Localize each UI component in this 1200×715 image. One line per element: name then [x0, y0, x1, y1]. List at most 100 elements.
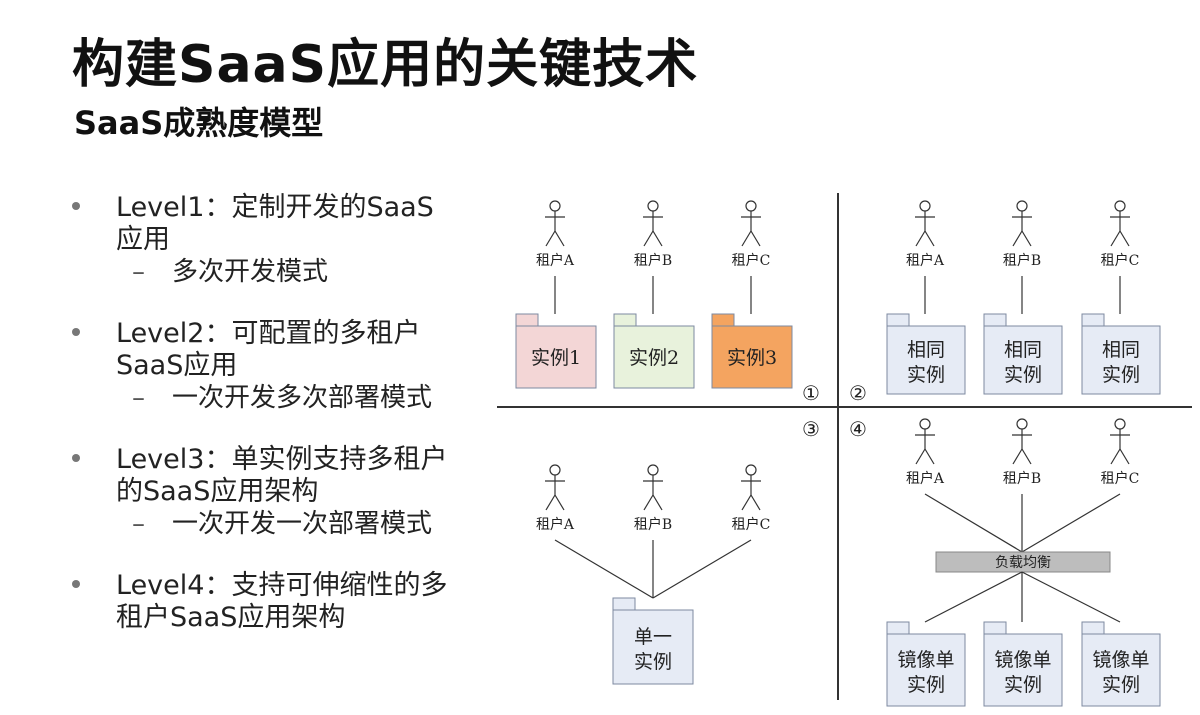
instance-box: [983, 633, 1063, 707]
tenant-label: 租户A: [536, 252, 575, 269]
actor-leg: [643, 494, 654, 511]
instance-box: [983, 325, 1063, 395]
actor-head: [647, 464, 659, 476]
instance-box: [1081, 325, 1161, 395]
bullet-level4: Level4：支持可伸缩性的多租户SaaS应用架构: [70, 570, 500, 634]
folder-tab: [1081, 313, 1105, 327]
instance-label: 镜像单: [897, 649, 954, 671]
actor-leg: [1021, 448, 1032, 465]
actor-icon: [643, 200, 663, 247]
instance-box: [515, 325, 597, 389]
actor-leg: [750, 494, 761, 511]
actor-leg: [652, 230, 663, 247]
actor-head: [1016, 200, 1028, 212]
instance-box: [711, 325, 793, 389]
instance-label: 镜像单: [994, 649, 1051, 671]
actor-leg: [1110, 448, 1121, 465]
tenant-label: 租户B: [1003, 470, 1041, 487]
actor-head: [1114, 200, 1126, 212]
actor-leg: [741, 230, 752, 247]
actor-leg: [915, 230, 926, 247]
actor-icon: [1110, 418, 1130, 465]
actor-leg: [741, 494, 752, 511]
tenant-label: 租户B: [634, 252, 672, 269]
folder-tab: [983, 313, 1007, 327]
actor-icon: [915, 200, 935, 247]
instance-label: 实例: [907, 364, 945, 386]
actor-leg: [1012, 230, 1023, 247]
tenant-label: 租户A: [906, 470, 945, 487]
actor-head: [1114, 418, 1126, 430]
folder-tab: [711, 313, 735, 327]
tenant-label: 租户C: [1101, 252, 1140, 269]
connector-line: [1021, 571, 1121, 623]
quadrant-marker-1: ①: [802, 381, 820, 405]
actor-leg: [924, 230, 935, 247]
actor-head: [647, 200, 659, 212]
tenant-label: 租户C: [732, 252, 771, 269]
folder-tab: [886, 621, 910, 635]
actor-leg: [1110, 230, 1121, 247]
actor-icon: [1012, 418, 1032, 465]
page-title: 构建SaaS应用的关键技术: [72, 35, 699, 95]
bullet-dot: [72, 328, 80, 336]
connector-line: [554, 539, 654, 599]
instance-label: 相同: [1102, 339, 1140, 361]
actor-leg: [924, 448, 935, 465]
quadrant-marker-2: ②: [849, 381, 867, 405]
actor-icon: [741, 464, 761, 511]
actor-head: [1016, 418, 1028, 430]
instance-box: [886, 325, 966, 395]
actor-head: [549, 464, 561, 476]
instance-label: 实例: [1004, 674, 1042, 696]
actor-icon: [1110, 200, 1130, 247]
actor-leg: [643, 230, 654, 247]
instance-label: 实例3: [727, 347, 777, 369]
actor-icon: [915, 418, 935, 465]
tenant-label: 租户C: [732, 516, 771, 533]
instance-label: 实例: [1102, 364, 1140, 386]
instance-label: 实例: [1004, 364, 1042, 386]
tenant-label: 租户B: [1003, 252, 1041, 269]
actor-icon: [545, 200, 565, 247]
instance-label: 相同: [1004, 339, 1042, 361]
instance-label: 实例1: [531, 347, 581, 369]
bullet-subtext: –一次开发多次部署模式: [132, 383, 433, 413]
tenant-label: 租户B: [634, 516, 672, 533]
instance-box: [886, 633, 966, 707]
actor-leg: [1012, 448, 1023, 465]
quadrant-marker-3: ③: [802, 417, 820, 441]
instance-label: 镜像单: [1092, 649, 1149, 671]
actor-head: [549, 200, 561, 212]
instance-box: [613, 325, 695, 389]
actor-icon: [545, 464, 565, 511]
actor-leg: [1119, 448, 1130, 465]
instance-label: 实例: [634, 651, 672, 673]
connector-line: [924, 493, 1023, 553]
folder-tab: [983, 621, 1007, 635]
actor-icon: [1012, 200, 1032, 247]
actor-head: [745, 464, 757, 476]
tenant-label: 租户A: [536, 516, 575, 533]
instance-box: [612, 609, 694, 685]
bullet-dot: [72, 202, 80, 210]
instance-label: 相同: [907, 339, 945, 361]
folder-tab: [515, 313, 539, 327]
quadrant-marker-4: ④: [849, 417, 867, 441]
page-subtitle: SaaS成熟度模型: [74, 104, 324, 142]
bullet-subtext: –一次开发一次部署模式: [132, 509, 433, 539]
instance-label: 实例2: [629, 347, 679, 369]
tenant-label: 租户C: [1101, 470, 1140, 487]
bullet-level3: Level3：单实例支持多租户的SaaS应用架构 –一次开发一次部署模式: [70, 444, 500, 540]
connector-line: [924, 571, 1023, 623]
connector-line: [652, 539, 752, 599]
tenant-label: 租户A: [906, 252, 945, 269]
instance-label: 实例: [907, 674, 945, 696]
bullet-dot: [72, 580, 80, 588]
actor-icon: [643, 464, 663, 511]
connector-line: [1021, 493, 1121, 553]
